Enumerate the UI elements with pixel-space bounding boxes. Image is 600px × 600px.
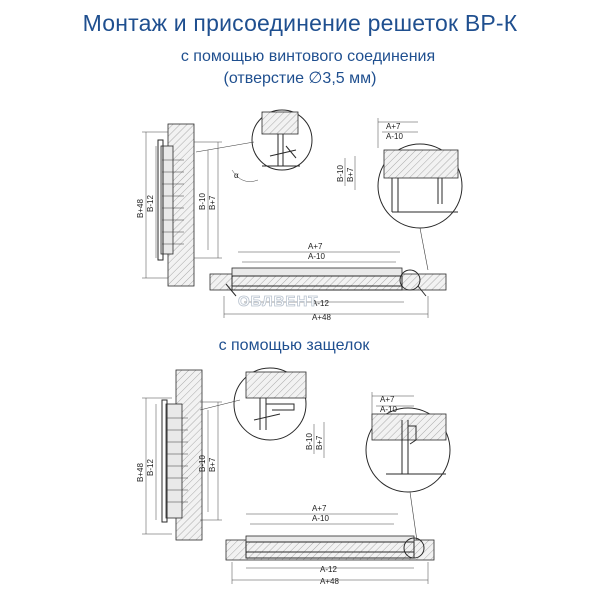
dim-b7-s2: B+7 <box>208 457 217 472</box>
dim-b7-block-s2: B+7 <box>315 435 324 450</box>
screw-side-view: B+48 B-12 B-10 B+7 <box>136 123 222 287</box>
dim-a10-s1: A-10 <box>308 252 325 261</box>
watermark: ОБЛВЕНТ <box>238 293 318 310</box>
dim-a7-block-s1: A+7 <box>386 122 401 131</box>
screw-detail-top: α <box>195 109 313 182</box>
dim-b7-block-s1: B+7 <box>346 167 355 182</box>
screw-detail-right <box>377 143 463 271</box>
dim-a7-block-s2: A+7 <box>380 395 395 404</box>
dim-a10-block-s2: A-10 <box>380 405 397 414</box>
dim-b12-s1: B-12 <box>146 195 155 212</box>
section1-hole-note: (отверстие ∅3,5 мм) <box>223 70 377 87</box>
snap-front-view: A+7 A-10 A-12 A+48 <box>225 504 435 586</box>
dim-b10-s1: B-10 <box>198 193 207 210</box>
dim-b48-s2: B+48 <box>136 463 145 482</box>
dim-a7-s1: A+7 <box>308 242 323 251</box>
dim-b10-block-s2: B-10 <box>305 433 314 450</box>
snap-side-view: B+48 B-12 B-10 B+7 <box>136 369 222 541</box>
dim-a48-s1: A+48 <box>312 313 331 322</box>
dim-b12-s2: B-12 <box>146 459 155 476</box>
dim-a12-s2: A-12 <box>320 565 337 574</box>
dim-b10-s2: B-10 <box>198 455 207 472</box>
dim-b10-block-s1: B-10 <box>336 165 345 182</box>
screw-front-view: A+7 A-10 A-12 A+48 ОБЛВЕНТ <box>209 242 447 322</box>
snap-detail-right <box>365 407 451 549</box>
section2-caption: с помощью защелок <box>218 337 370 354</box>
dim-a7-s2: A+7 <box>312 504 327 513</box>
dim-a10-block-s1: A-10 <box>386 132 403 141</box>
snap-detail-top <box>199 367 307 441</box>
section1-caption: с помощью винтового соединения <box>180 48 436 65</box>
dim-b48-s1: B+48 <box>136 199 145 218</box>
dim-b7-s1: B+7 <box>208 195 217 210</box>
screw-dim-block: A+7 A-10 B-10 B+7 <box>336 118 418 190</box>
angle-alpha-s1: α <box>234 171 239 180</box>
dim-a10-s2: A-10 <box>312 514 329 523</box>
dim-a48-s2: A+48 <box>320 577 339 586</box>
dim-a12-s1: A-12 <box>312 299 329 308</box>
page-title: Монтаж и присоединение решеток ВР-К <box>82 10 518 36</box>
